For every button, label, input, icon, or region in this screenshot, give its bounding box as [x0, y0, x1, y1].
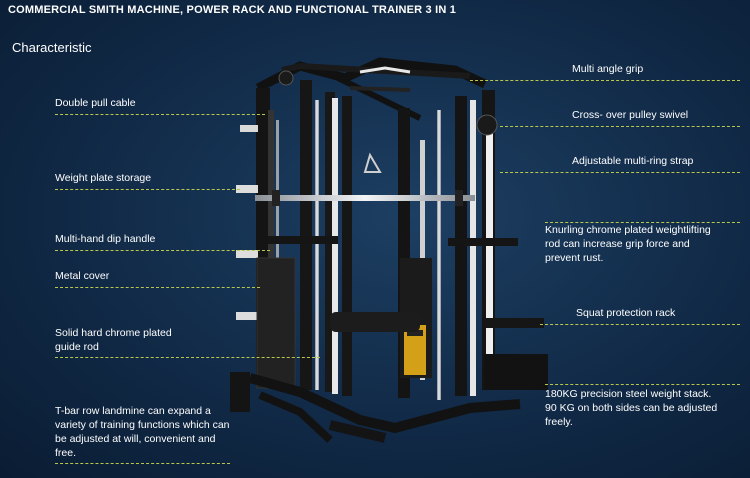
label-weight-stack-line3: freely.: [545, 416, 573, 428]
leader-line-metal-cover: [55, 287, 260, 288]
label-t-bar-landmine-line1: T-bar row landmine can expand a: [55, 405, 211, 417]
leader-line-multi-angle-grip: [470, 80, 740, 81]
label-metal-cover: Metal cover: [55, 270, 110, 282]
leader-line-weight-stack: [545, 384, 740, 385]
section-subtitle: Characteristic: [12, 40, 92, 55]
label-chrome-guide-rod-line2: guide rod: [55, 341, 99, 353]
leader-line-double-pull-cable: [55, 114, 265, 115]
leader-line-knurling-rod: [545, 222, 740, 223]
label-t-bar-landmine-line3: be adjusted at will, convenient and: [55, 433, 216, 445]
label-cross-over-pulley-swivel: Cross- over pulley swivel: [572, 109, 689, 121]
label-t-bar-landmine-line4: free.: [55, 447, 77, 459]
label-knurling-rod-line2: rod can increase grip force and: [545, 238, 690, 250]
leader-line-multi-hand-dip-handle: [55, 250, 270, 251]
page-title: COMMERCIAL SMITH MACHINE, POWER RACK AND…: [8, 4, 457, 16]
label-knurling-rod-line1: Knurling chrome plated weightlifting: [545, 224, 711, 236]
leader-line-t-bar-landmine: [55, 463, 230, 464]
leader-line-weight-plate-storage: [55, 189, 240, 190]
label-weight-stack-line2: 90 KG on both sides can be adjusted: [545, 402, 718, 414]
label-knurling-rod-line3: prevent rust.: [545, 252, 604, 264]
leader-line-squat-protection-rack: [540, 324, 740, 325]
label-multi-angle-grip: Multi angle grip: [572, 63, 644, 75]
leader-line-adjustable-multi-ring-strap: [500, 172, 740, 173]
label-chrome-guide-rod-line1: Solid hard chrome plated: [55, 327, 172, 339]
leader-line-chrome-guide-rod: [55, 357, 320, 358]
label-weight-stack-line1: 180KG precision steel weight stack.: [545, 388, 712, 400]
label-weight-plate-storage: Weight plate storage: [55, 172, 152, 184]
label-adjustable-multi-ring-strap: Adjustable multi-ring strap: [572, 155, 694, 167]
leader-line-cross-over-pulley-swivel: [500, 126, 740, 127]
label-squat-protection-rack: Squat protection rack: [576, 307, 676, 319]
label-t-bar-landmine-line2: variety of training functions which can: [55, 419, 230, 431]
label-multi-hand-dip-handle: Multi-hand dip handle: [55, 233, 156, 245]
label-double-pull-cable: Double pull cable: [55, 97, 136, 109]
